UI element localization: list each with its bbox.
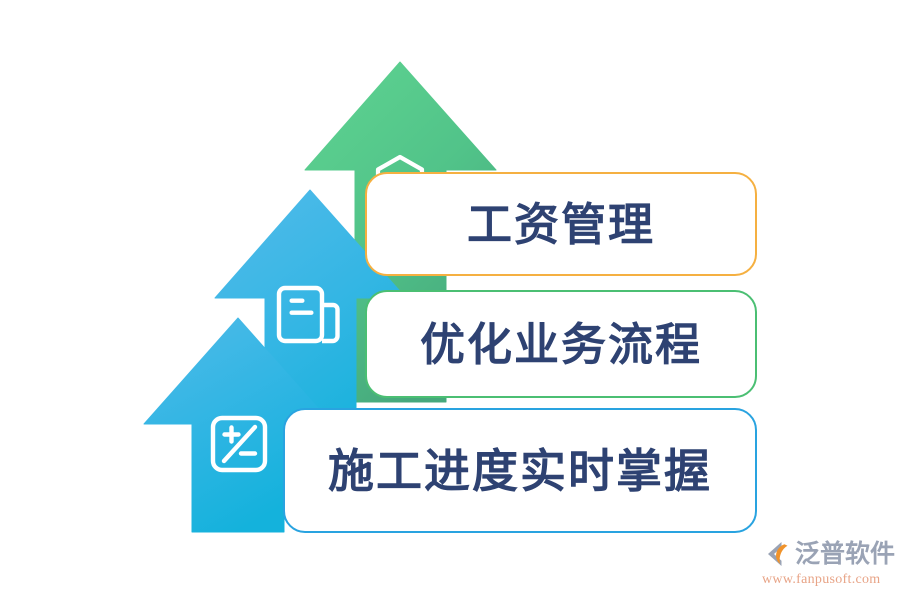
brand-logo-top-row: 泛普软件 [762,537,895,571]
document-icon [276,285,340,344]
brand-logo[interactable]: 泛普软件 www.fanpusoft.com [762,537,895,593]
feature-card-salary[interactable]: 工资管理 [365,172,757,276]
feature-card-process[interactable]: 优化业务流程 [365,290,757,398]
brand-logo-url: www.fanpusoft.com [762,572,881,587]
plus-minus-calculator-icon [210,415,268,473]
growth-arrow-middle [214,189,407,467]
feature-card-progress[interactable]: 施工进度实时掌握 [283,408,757,533]
fanpu-chevron-logo-icon [768,542,788,566]
feature-card-process-label: 优化业务流程 [419,318,702,370]
brand-logo-name: 泛普软件 [795,539,896,568]
feature-card-salary-label: 工资管理 [466,198,655,250]
feature-card-progress-label: 施工进度实时掌握 [328,444,712,497]
